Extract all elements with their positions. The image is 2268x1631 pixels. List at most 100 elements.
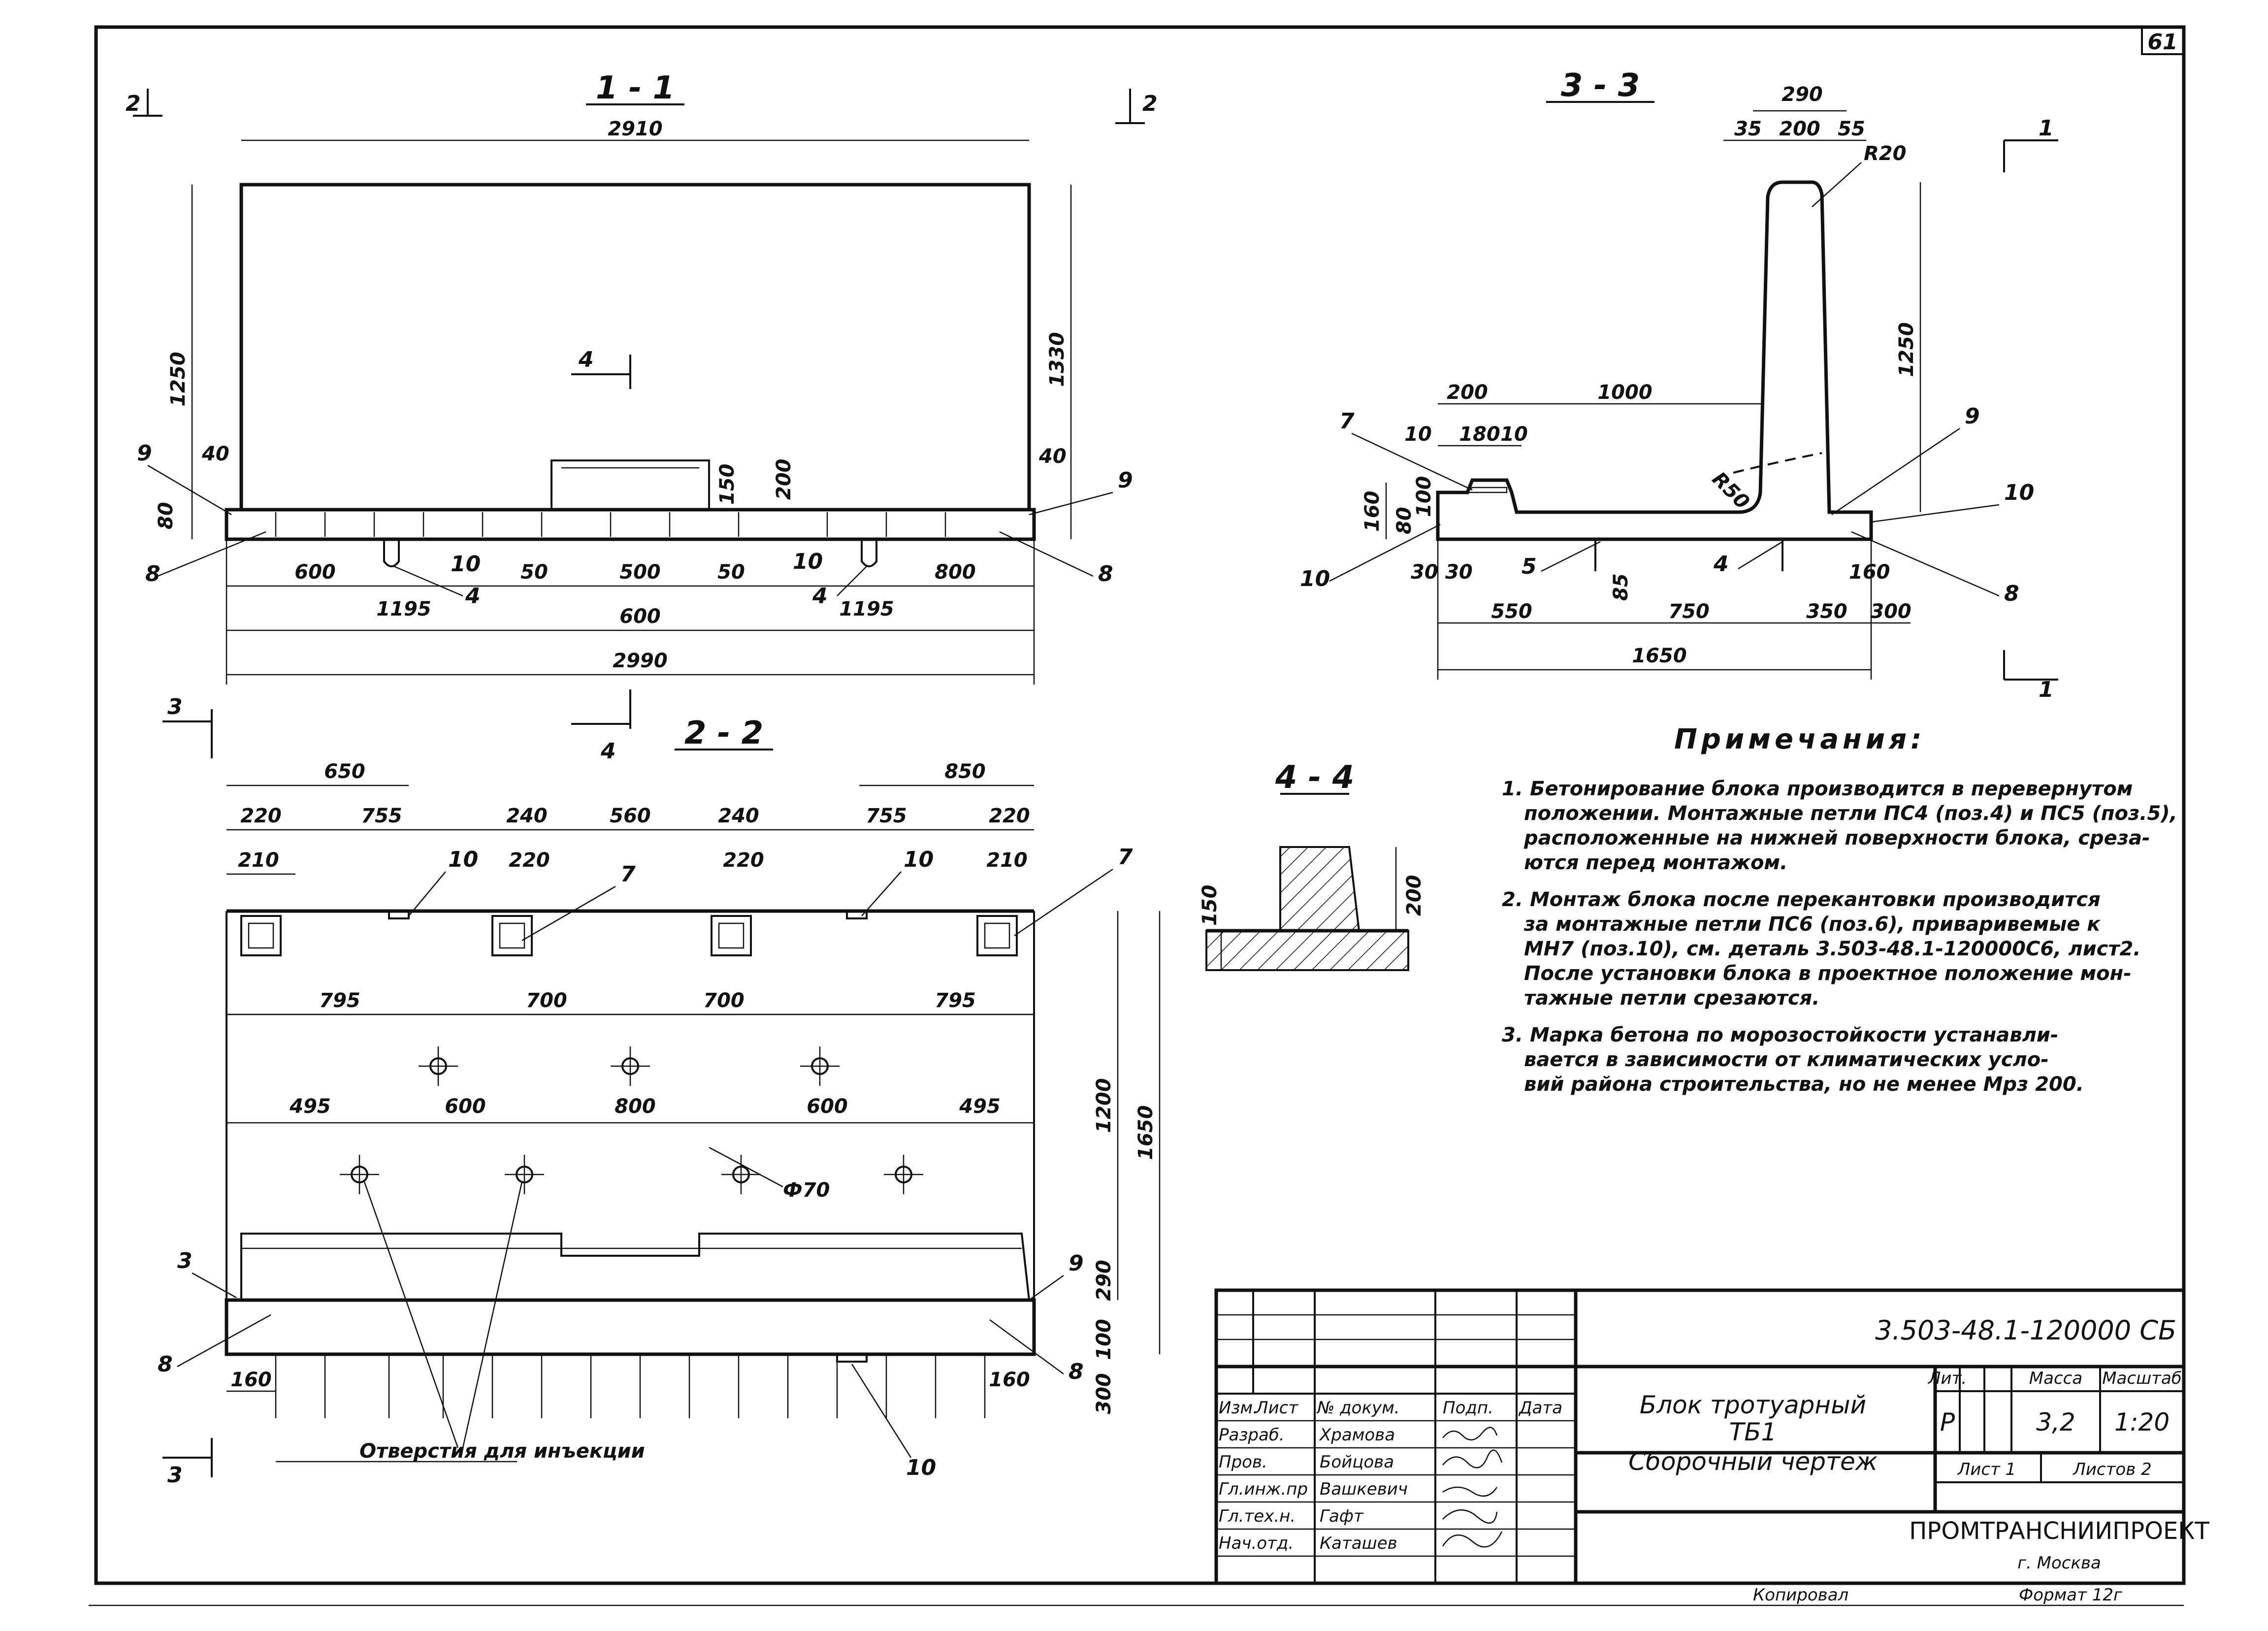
dim-600-b: 600 bbox=[807, 1095, 848, 1118]
sheet-label: Лист 1 bbox=[1957, 1460, 2016, 1479]
cut-marker-4-top: 4 bbox=[578, 347, 594, 372]
dim-1195-left: 1195 bbox=[376, 598, 431, 620]
head-list: Лист bbox=[1255, 1398, 1298, 1418]
note-line-9: тажные петли срезаются. bbox=[1524, 987, 1819, 1010]
cut-marker-1-bottom: 1 bbox=[2039, 677, 2054, 702]
pos-label-9-right: 9 bbox=[1118, 468, 1133, 493]
dim-300-vert: 300 bbox=[1093, 1373, 1115, 1414]
note-line-3: расположенные на нижней поверхности блок… bbox=[1523, 827, 2150, 849]
sheets-label: Листов 2 bbox=[2072, 1460, 2151, 1479]
dim-495-a: 495 bbox=[289, 1095, 331, 1118]
profile-outline bbox=[1436, 180, 1873, 541]
dim-210-b: 210 bbox=[986, 849, 1028, 872]
note-line-8: После установки блока в проектное положе… bbox=[1524, 962, 2132, 985]
person-1: Храмова bbox=[1319, 1425, 1395, 1445]
lifting-loop-left bbox=[383, 539, 400, 567]
dim-150: 150 bbox=[716, 464, 739, 505]
doc-code: 3.503-48.1-120000 СБ bbox=[1875, 1315, 2176, 1346]
pos-label-10-right: 10 bbox=[904, 847, 934, 872]
dim-700-b: 700 bbox=[703, 989, 745, 1012]
dim-240-b: 240 bbox=[718, 805, 759, 827]
person-3: Вашкевич bbox=[1320, 1479, 1408, 1499]
note-line-1: 1. Бетонирование блока производится в пе… bbox=[1502, 778, 2133, 800]
signatures bbox=[1442, 1427, 1503, 1548]
org-city: г. Москва bbox=[2017, 1553, 2101, 1573]
role-3: Гл.инж.пр bbox=[1219, 1479, 1308, 1499]
format-label: Формат 12г bbox=[2019, 1585, 2123, 1605]
section-title-1-1: 1 - 1 bbox=[596, 70, 675, 106]
section-1-1: 1 - 1 2 2 2910 1250 1330 40 40 bbox=[126, 70, 1158, 685]
dim-30-right: 30 bbox=[1445, 561, 1473, 584]
pos-label-8: 8 bbox=[2004, 581, 2019, 606]
notes: Примечания: 1. Бетонирование блока произ… bbox=[1502, 723, 2177, 1096]
pos-label-10-right: 10 bbox=[793, 549, 823, 574]
block-slab-outline bbox=[225, 508, 1036, 541]
dim-800: 800 bbox=[935, 561, 976, 584]
note-line-2: положении. Монтажные петли ПС4 (поз.4) и… bbox=[1524, 802, 2177, 825]
lifting-loop-right bbox=[861, 539, 877, 567]
dim-220-c: 220 bbox=[509, 849, 550, 872]
role-2: Пров. bbox=[1219, 1452, 1267, 1472]
pos-label-9: 9 bbox=[1069, 1251, 1084, 1276]
dim-750: 750 bbox=[1668, 600, 1710, 623]
person-2: Бойцова bbox=[1320, 1452, 1394, 1472]
section-4-4: 4 - 4 150 200 bbox=[1199, 759, 1426, 971]
dim-180: 180 bbox=[1459, 423, 1500, 446]
cut-marker-4-bottom: 4 bbox=[600, 739, 616, 764]
dim-500: 500 bbox=[619, 561, 661, 584]
dim-220-b: 220 bbox=[989, 805, 1030, 827]
dim-200-top: 200 bbox=[1779, 118, 1820, 140]
pos-label-4-right: 4 bbox=[812, 584, 828, 609]
pos-label-10-left: 10 bbox=[451, 552, 481, 577]
role-5: Нач.отд. bbox=[1219, 1533, 1294, 1553]
pos-label-7-right: 7 bbox=[1118, 845, 1133, 870]
dim-600-left: 600 bbox=[294, 561, 336, 584]
dim-80-left: 80 bbox=[1393, 507, 1416, 534]
pos-label-4: 4 bbox=[1713, 552, 1729, 577]
mass-label: Масса bbox=[2029, 1369, 2082, 1388]
head-doc: № докум. bbox=[1316, 1398, 1400, 1418]
head-izm: Изм. bbox=[1219, 1398, 1258, 1418]
dim-160-left: 160 bbox=[230, 1369, 272, 1391]
name-line-2: ТБ1 bbox=[1729, 1418, 1777, 1446]
pos-label-3: 3 bbox=[177, 1248, 193, 1273]
dim-210-a: 210 bbox=[238, 849, 279, 872]
recess-feature bbox=[551, 459, 710, 511]
note-line-12: вий района строительства, но не менее Мр… bbox=[1524, 1073, 2084, 1096]
dim-50-left: 50 bbox=[520, 561, 548, 584]
dim-40-right: 40 bbox=[1038, 445, 1067, 468]
cut-marker-3-bottom: 3 bbox=[167, 1463, 183, 1488]
dim-1000: 1000 bbox=[1597, 381, 1652, 404]
pos-label-8-right: 8 bbox=[1098, 561, 1113, 587]
dim-800-b: 800 bbox=[615, 1095, 656, 1118]
person-4: Гафт bbox=[1320, 1506, 1364, 1526]
dim-1250: 1250 bbox=[167, 352, 190, 406]
note-line-7: МН7 (поз.10), см. деталь 3.503-48.1-1200… bbox=[1524, 938, 2141, 960]
name-line-1: Блок тротуарный bbox=[1640, 1391, 1866, 1419]
pos-label-9: 9 bbox=[1965, 404, 1980, 429]
scale-value: 1:20 bbox=[2114, 1408, 2170, 1436]
mass-value: 3,2 bbox=[2036, 1408, 2075, 1436]
scale-label: Масштаб bbox=[2102, 1369, 2182, 1388]
dim-150-4-4: 150 bbox=[1199, 885, 1221, 926]
dim-r20: R20 bbox=[1864, 142, 1906, 165]
copied-by-label: Копировал bbox=[1753, 1585, 1848, 1605]
dim-40-left: 40 bbox=[201, 443, 229, 465]
note-line-5: 2. Монтаж блока после перекантовки произ… bbox=[1502, 888, 2101, 911]
pos-label-10-left: 10 bbox=[448, 847, 478, 872]
note-line-4: ются перед монтажом. bbox=[1524, 851, 1787, 874]
section-title-3-3: 3 - 3 bbox=[1561, 67, 1640, 104]
dim-795-a: 795 bbox=[319, 989, 360, 1012]
dim-600-center: 600 bbox=[619, 605, 661, 628]
cut-marker-2-right: 2 bbox=[1142, 91, 1158, 116]
dim-1650-vert: 1650 bbox=[1134, 1105, 1157, 1160]
section-3-3: 3 - 3 1 1 290 35 200 55 R20 1250 200 100… bbox=[1300, 67, 2058, 702]
head-date: Дата bbox=[1518, 1398, 1562, 1418]
pos-label-4-left: 4 bbox=[465, 584, 481, 609]
dim-1330: 1330 bbox=[1046, 332, 1069, 387]
note-line-10: 3. Марка бетона по морозостойкости устан… bbox=[1502, 1024, 2059, 1046]
sheet-frame: 61 Копировал Формат 12г bbox=[89, 25, 2186, 1606]
role-4: Гл.тех.н. bbox=[1219, 1506, 1296, 1526]
dim-1195-right: 1195 bbox=[839, 598, 894, 620]
dim-100: 100 bbox=[1413, 476, 1435, 518]
